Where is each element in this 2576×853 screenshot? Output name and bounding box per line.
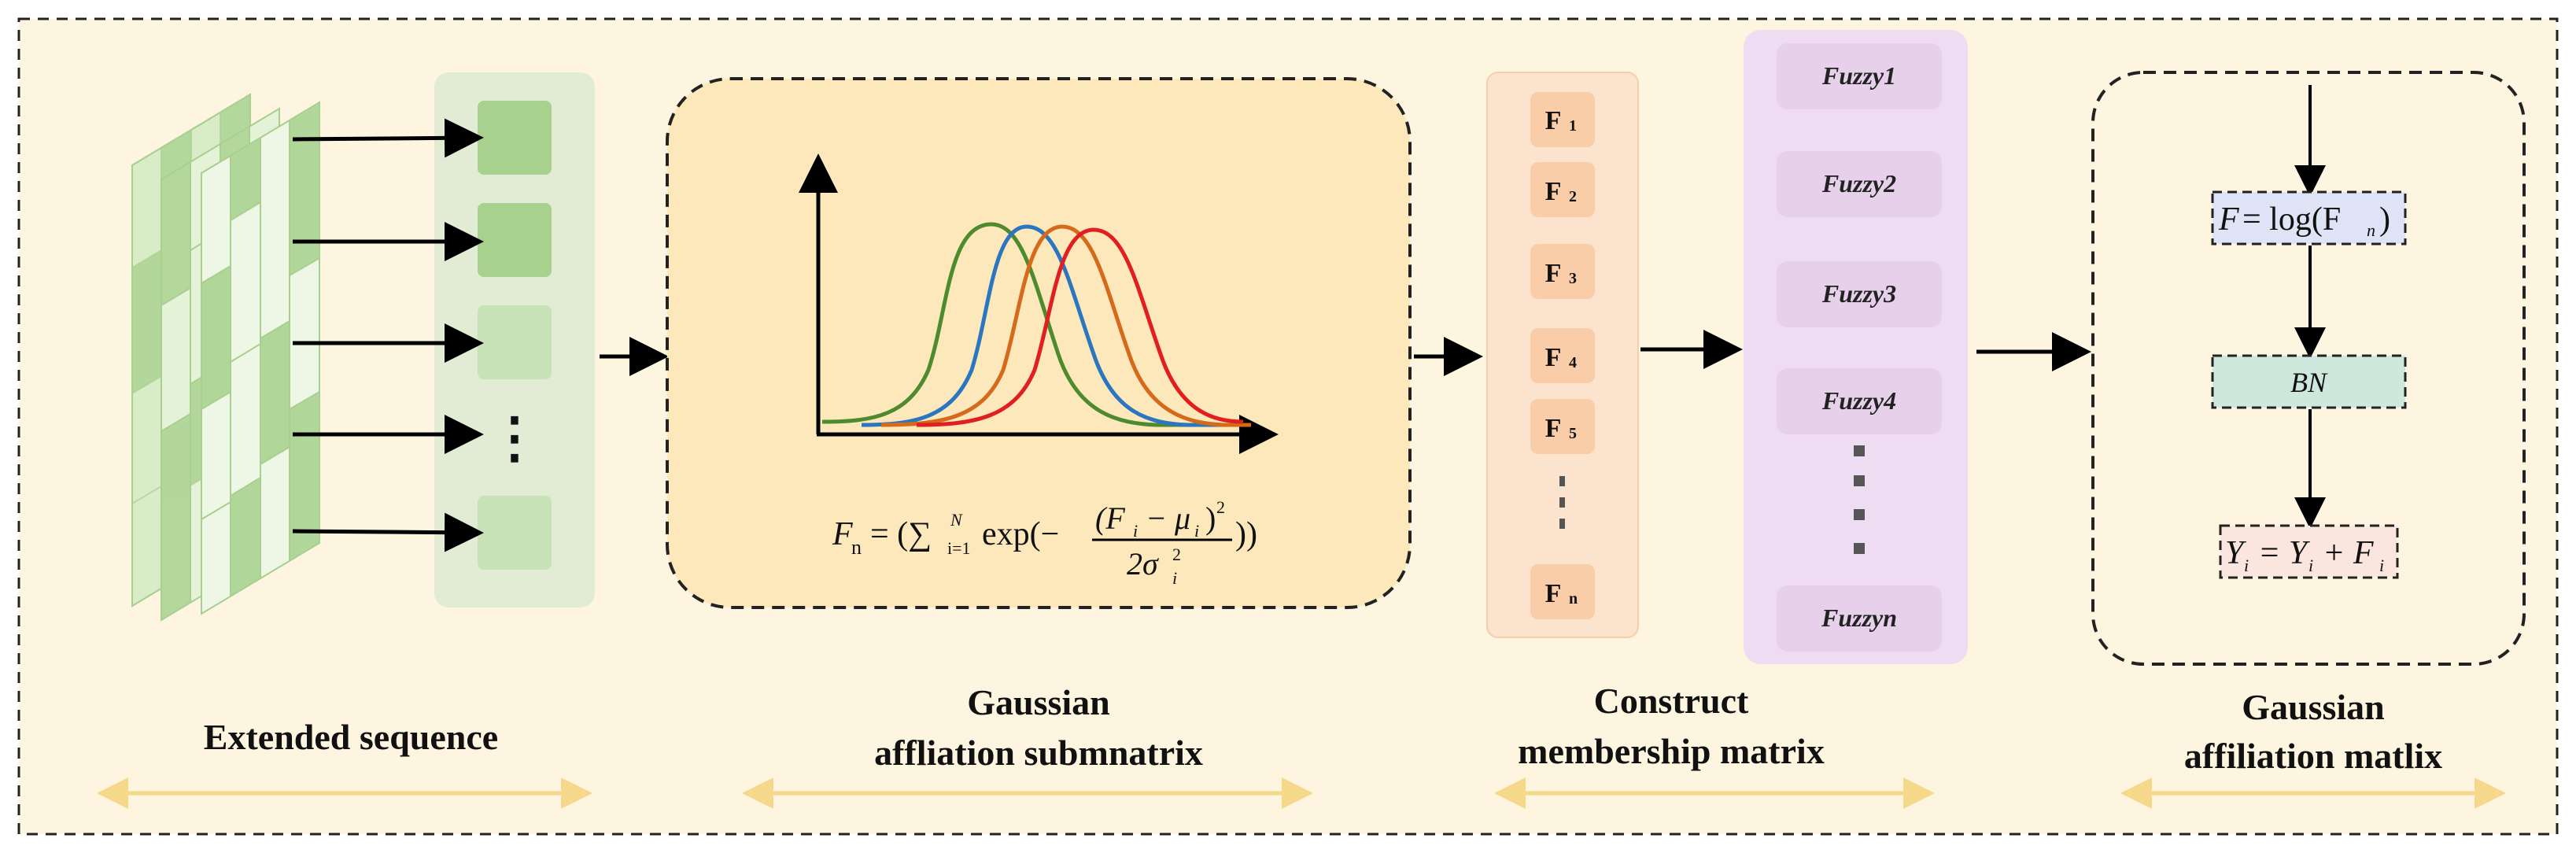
sequence-box-2: [478, 203, 552, 277]
svg-text:+ F: + F: [2323, 535, 2374, 571]
formula-exp: exp(−: [982, 516, 1059, 552]
sequence-arrow-5: [292, 512, 484, 552]
feature-ellipsis: [1559, 476, 1565, 529]
formula-num-minus: − μ: [1146, 500, 1190, 536]
svg-text:F: F: [1545, 414, 1562, 443]
feature-box-2: F 2: [1530, 162, 1595, 217]
svg-text:Fuzzy1: Fuzzy1: [1821, 61, 1896, 90]
log-transform-box: F = log(F n ): [2211, 190, 2407, 246]
formula-num-close: ): [1205, 500, 1216, 536]
label-membership-2: membership matrix: [1518, 731, 1825, 771]
svg-text:F: F: [1545, 259, 1562, 288]
fuzzy-ellipsis: [1854, 445, 1865, 554]
label-gaussian-submatrix-2: affliation submnatrix: [874, 733, 1203, 773]
formula-sum-upper: N: [950, 510, 963, 530]
sequence-box-n: [478, 496, 552, 570]
svg-text:F: F: [1545, 579, 1562, 608]
sequence-sheet-front: [201, 101, 320, 615]
svg-text:1: 1: [1569, 117, 1577, 135]
formula-num-sub-i: i: [1133, 521, 1138, 541]
feature-box-3: F 3: [1530, 244, 1595, 299]
formula-sum-lower: i=1: [947, 538, 971, 558]
svg-text:i: i: [2244, 556, 2249, 575]
formula-den-sup: 2: [1172, 545, 1181, 564]
sequence-ellipsis: ⋮: [487, 408, 542, 469]
svg-text:F: F: [1545, 343, 1562, 372]
svg-text:i: i: [2308, 556, 2313, 575]
label-membership-1: Construct: [1594, 681, 1749, 721]
fuzzy-box-4: Fuzzy4: [1777, 368, 1942, 434]
svg-text:): ): [2379, 201, 2390, 238]
label-affiliation-2: affiliation matlix: [2184, 736, 2442, 776]
sequence-box-1: [478, 101, 552, 175]
svg-text:= log(F: = log(F: [2242, 201, 2341, 238]
feature-box-5: F 5: [1530, 399, 1595, 454]
svg-text:n: n: [1569, 590, 1578, 607]
feature-box-n: F n: [1530, 564, 1595, 619]
formula-close: )): [1235, 516, 1257, 552]
gaussian-curve-1: [821, 222, 1192, 427]
svg-text:5: 5: [1569, 425, 1577, 442]
label-gaussian-submatrix-1: Gaussian: [967, 682, 1110, 722]
svg-text:2: 2: [1569, 188, 1577, 205]
svg-text:Fuzzy3: Fuzzy3: [1821, 279, 1896, 308]
feature-box-1: F 1: [1530, 92, 1595, 147]
fuzzy-box-n: Fuzzyn: [1777, 585, 1942, 652]
gaussian-curve-3: [880, 224, 1251, 427]
sequence-arrow-1: [292, 118, 484, 158]
formula-den-sub: i: [1172, 568, 1177, 588]
svg-text:i: i: [2379, 556, 2384, 575]
svg-text:F: F: [1545, 106, 1562, 135]
svg-text:= Y: = Y: [2258, 535, 2311, 571]
formula-num-sub-i2: i: [1194, 521, 1199, 541]
svg-text:Fuzzy4: Fuzzy4: [1821, 386, 1896, 415]
formula-num-sup: 2: [1216, 497, 1225, 517]
svg-text:Fuzzyn: Fuzzyn: [1821, 604, 1897, 632]
svg-text:F: F: [1545, 177, 1562, 206]
batch-norm-box: BN: [2211, 354, 2407, 409]
formula-eq-sum: = (∑: [870, 516, 932, 552]
label-affiliation-1: Gaussian: [2242, 687, 2385, 727]
svg-text:BN: BN: [2290, 367, 2328, 398]
svg-text:F: F: [2218, 201, 2239, 238]
fuzzy-box-2: Fuzzy2: [1777, 151, 1942, 217]
svg-text:Y: Y: [2225, 535, 2247, 571]
formula-denominator: 2σ: [1127, 546, 1159, 582]
extended-sequence-sheets: [131, 93, 320, 622]
label-extended-sequence: Extended sequence: [204, 717, 498, 757]
svg-text:4: 4: [1569, 354, 1577, 371]
sequence-box-3: [478, 305, 552, 379]
fuzzy-panel: [1744, 30, 1968, 664]
gaussian-curve-2: [861, 224, 1223, 427]
svg-text:3: 3: [1569, 270, 1577, 287]
svg-text:n: n: [2367, 220, 2375, 240]
fuzzy-box-1: Fuzzy1: [1777, 43, 1942, 109]
formula-lhs-sub: n: [851, 536, 862, 559]
gaussian-panel: [666, 77, 1412, 609]
gaussian-curve-4: [916, 227, 1244, 427]
fuzzy-box-3: Fuzzy3: [1777, 261, 1942, 327]
feature-box-4: F 4: [1530, 328, 1595, 383]
svg-text:Fuzzy2: Fuzzy2: [1821, 169, 1896, 198]
formula-lhs: F: [832, 516, 853, 552]
formula-numerator: (F: [1095, 500, 1125, 536]
gaussian-plot: [799, 153, 1279, 454]
residual-box: Y i = Y i + F i: [2219, 524, 2399, 579]
gaussian-formula: F n = (∑ N i=1 exp(− (F i − μ i ) 2 2σ i…: [832, 497, 1257, 588]
